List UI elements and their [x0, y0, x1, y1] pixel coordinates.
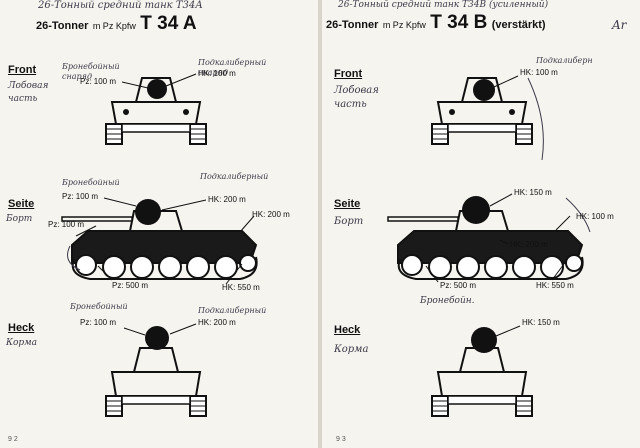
left-side-pz-1: Pz: 100 m [62, 192, 99, 201]
left-title: 26-Tonner m Pz Kpfw T 34 A [36, 13, 197, 35]
left-handwritten-title: 26-Тонный средний танк Т34А [38, 0, 203, 11]
left-side-pz-3: Pz: 500 m [112, 281, 149, 290]
left-rear-note-left: Бронебойный [70, 302, 128, 311]
left-side-hk-1: HK: 200 m [208, 195, 246, 204]
left-front-hk: HK: 100 m [198, 69, 236, 78]
right-title-mid: m Pz Kpfw [382, 20, 426, 30]
left-rear-hk: HK: 200 m [198, 318, 236, 327]
left-side-handwritten-section: Борт [6, 214, 33, 224]
right-front-armor-circle [473, 79, 495, 101]
right-side-armor-circle [462, 196, 490, 224]
left-rear-section: Heck [8, 322, 35, 334]
right-side-note-bottom: Бронебойн. [420, 296, 475, 306]
left-front-section: Front [8, 64, 37, 76]
left-side-tank [61, 210, 258, 280]
right-page-number: 9 3 [336, 436, 346, 443]
right-handwritten-title: 26-Тонный средний танк Т34В (усиленный) [338, 0, 549, 10]
right-side-pz: Pz: 500 m [440, 281, 477, 290]
right-title-note: (verstärkt) [491, 19, 546, 31]
right-side-hk-1: HK: 150 m [514, 188, 552, 197]
right-rear-tank [431, 347, 533, 417]
right-front-note-right: Подкалиберн [536, 56, 593, 65]
right-title-model: T 34 B [430, 12, 488, 33]
left-side-note-right: Подкалиберный [200, 172, 269, 181]
left-front-armor-circle [147, 79, 167, 99]
left-side-pz-2: Pz: 100 m [48, 220, 85, 229]
left-side-note-left: Бронебойный [62, 178, 120, 187]
right-front-handwritten-section: Лобовая часть [334, 85, 379, 110]
left-rear-tank [105, 347, 207, 417]
right-side-tank [387, 210, 584, 280]
right-side-handwritten-section: Борт [334, 216, 364, 227]
left-front-note-left: Бронебойный снаряд [62, 62, 120, 81]
right-rear-armor-circle [471, 327, 497, 353]
left-side-armor-circle [135, 199, 161, 225]
right-side-section: Seite [334, 198, 361, 210]
right-rear-section: Heck [334, 324, 361, 336]
left-rear-armor-circle [145, 326, 169, 350]
page-gutter [318, 0, 322, 448]
left-rear-note-right: Подкалиберный [198, 306, 267, 315]
right-side-hk-2: HK: 100 m [576, 212, 614, 221]
left-side-hk-2: HK: 200 m [252, 210, 290, 219]
left-title-model: T 34 A [140, 13, 197, 34]
right-rear-hk: HK: 150 m [522, 318, 560, 327]
right-title: 26-Tonner m Pz Kpfw T 34 B (verstärkt) [326, 12, 546, 34]
right-front-hk: HK: 100 m [520, 68, 558, 77]
right-title-prefix: 26-Tonner [326, 19, 379, 31]
left-rear-pz: Pz: 100 m [80, 318, 117, 327]
right-side-hk-4: HK: 550 m [536, 281, 574, 290]
right-front-section: Front [334, 68, 363, 80]
right-rear-handwritten-section: Корма [334, 344, 369, 355]
left-page-number: 9 2 [8, 436, 18, 443]
left-rear-handwritten-section: Корма [6, 338, 37, 348]
left-front-pz: Pz: 100 m [80, 77, 117, 86]
left-front-handwritten-section: Лобовая часть [8, 81, 49, 104]
right-side-hk-3: HK: 200 m [510, 240, 548, 249]
left-title-mid: m Pz Kpfw [92, 21, 136, 31]
left-title-prefix: 26-Tonner [36, 20, 89, 32]
right-corner-mark: Ar [612, 18, 627, 32]
left-front-note-right: Подкалиберный снаряд [198, 58, 267, 77]
left-side-section: Seite [8, 198, 35, 210]
left-side-hk-3: HK: 550 m [222, 283, 260, 292]
